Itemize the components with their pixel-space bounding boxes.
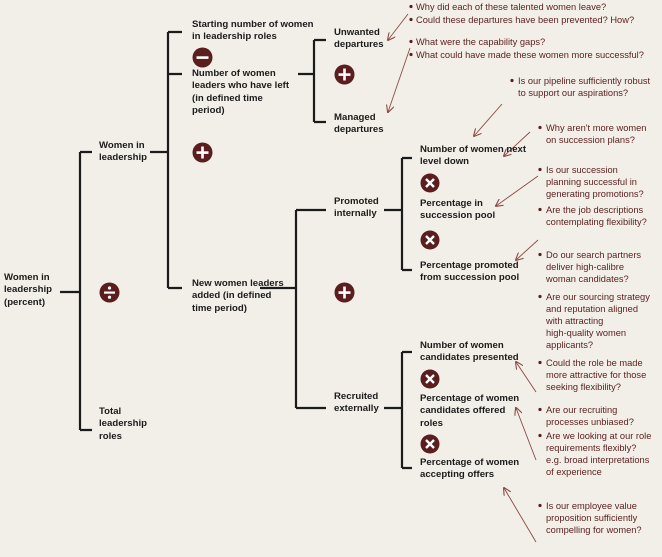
question-recruiting-unbiased: Are our recruiting processes unbiased?	[546, 405, 634, 427]
question-more-successful: What could have made these women more su…	[416, 50, 644, 60]
question-capability-gaps: What were the capability gaps?	[416, 37, 546, 47]
root-bracket	[60, 150, 92, 432]
question-job-descriptions: Are the job descriptions contemplating f…	[546, 205, 647, 227]
node-accepting-offers: Percentage of women accepting offers	[420, 457, 520, 481]
times-icon	[420, 369, 440, 389]
minus-icon	[192, 47, 213, 68]
node-total-leadership-roles: Total leadership roles	[99, 406, 147, 442]
question-departures-prevented: Could these departures have been prevent…	[416, 15, 635, 25]
plus-icon	[192, 142, 213, 163]
connector-pool	[496, 175, 539, 206]
connector-offered	[516, 408, 537, 461]
node-starting-number: Starting number of women in leadership r…	[192, 19, 314, 43]
node-women-next-level: Number of women next level down	[420, 144, 527, 168]
question-search-partners: Do our search partners deliver high-cali…	[546, 250, 642, 284]
question-succession-success: Is our succession planning successful in…	[546, 165, 644, 199]
question-value-proposition: Is our employee value proposition suffic…	[546, 501, 642, 535]
plus-icon	[334, 282, 355, 303]
node-women-in-leadership: Women in leadership	[99, 140, 147, 164]
divide-icon	[99, 282, 120, 303]
times-icon	[420, 230, 440, 250]
node-women-in-leadership-percent: Women in leadership (percent)	[4, 272, 52, 308]
connector-next-level	[504, 131, 531, 156]
wil-bracket	[150, 30, 182, 290]
question-role-attractive: Could the role be made more attractive f…	[546, 358, 647, 392]
added-bracket	[260, 208, 326, 410]
question-why-leave: Why did each of these talented women lea…	[416, 2, 607, 12]
times-icon	[420, 173, 440, 193]
node-promoted-internally: Promoted internally	[334, 196, 379, 220]
node-succession-pool: Percentage in succession pool	[420, 198, 496, 222]
connector-unwanted	[388, 13, 409, 40]
connector-candidates	[516, 362, 537, 393]
question-succession-plans: Why aren't more women on succession plan…	[546, 123, 647, 145]
question-role-requirements: Are we looking at our role requirements …	[546, 431, 652, 477]
connector-managed	[388, 47, 411, 112]
times-icon	[420, 434, 440, 454]
question-sourcing-strategy: Are our sourcing strategy and reputation…	[546, 292, 650, 350]
promoted-bracket	[384, 156, 412, 272]
connector-pipeline	[474, 103, 503, 136]
node-recruited-externally: Recruited externally	[334, 391, 379, 415]
node-candidates-presented: Number of women candidates presented	[420, 340, 519, 364]
departures-bracket	[298, 38, 326, 124]
question-pipeline-robust: Is our pipeline sufficiently robust to s…	[518, 76, 651, 98]
node-promoted-from-pool: Percentage promoted from succession pool	[420, 260, 520, 284]
node-unwanted-departures: Unwanted departures	[334, 27, 384, 51]
plus-icon	[334, 64, 355, 85]
node-new-leaders-added: New women leaders added (in defined time…	[192, 278, 284, 314]
node-women-who-left: Number of women leaders who have left (i…	[192, 68, 290, 117]
connector-promoted-pool	[516, 239, 539, 260]
node-managed-departures: Managed departures	[334, 112, 384, 136]
connector-accepting	[504, 488, 537, 543]
node-candidates-offered: Percentage of women candidates offered r…	[420, 393, 520, 429]
recruited-bracket	[384, 350, 412, 470]
